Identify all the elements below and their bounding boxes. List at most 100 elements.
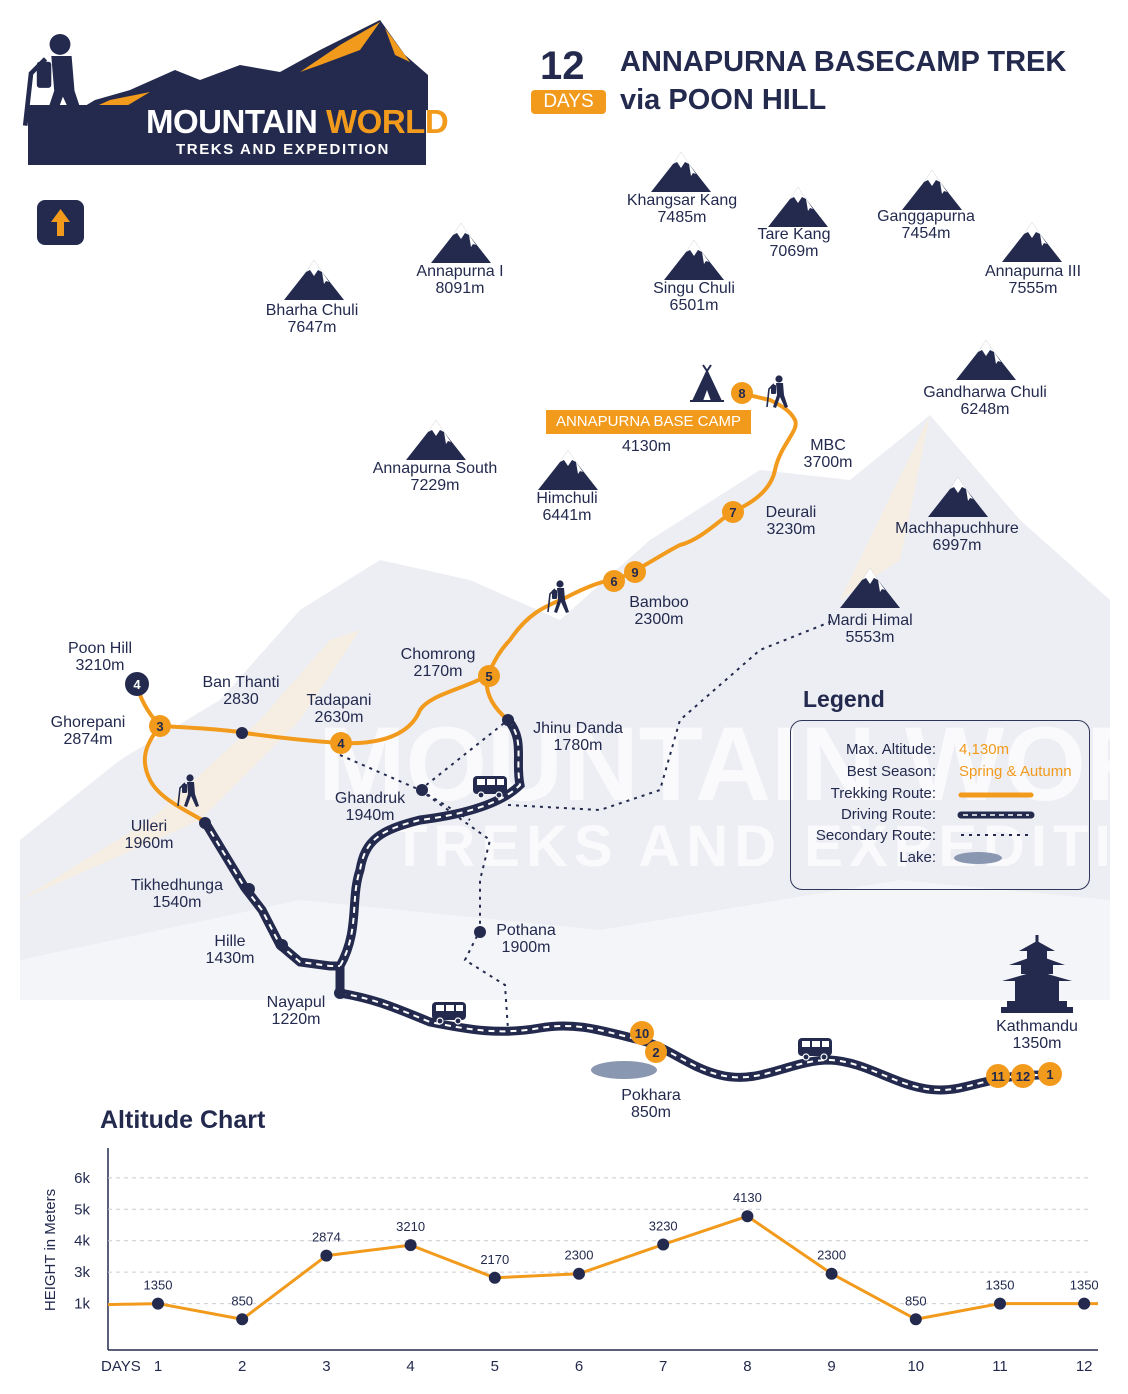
- watermark-line2: TREKS AND EXPEDITION: [392, 814, 1128, 879]
- day-marker-8: 8: [731, 382, 753, 404]
- chart-y-tick-label: 5k: [74, 1201, 90, 1218]
- place-altitude: 1220m: [271, 1011, 321, 1028]
- peak-altitude: 6501m: [669, 297, 719, 314]
- chart-point: [657, 1238, 670, 1251]
- legend-secondary-label: Secondary Route:: [815, 827, 936, 844]
- peak-altitude: 7647m: [287, 319, 337, 336]
- peak-name: Khangsar Kang: [626, 192, 738, 209]
- chart-x-tick-label: 2: [238, 1358, 246, 1375]
- legend-title: Legend: [803, 686, 885, 712]
- chart-x-tick-label: 5: [491, 1358, 499, 1375]
- chart-y-tick-label: 6k: [74, 1170, 90, 1187]
- place-altitude: 1430m: [205, 950, 255, 967]
- place-altitude: 2830: [223, 691, 259, 708]
- brand-name: MOUNTAIN WORLD: [146, 103, 449, 141]
- svg-text:12: 12: [1016, 1069, 1030, 1084]
- chart-x-tick-label: 3: [322, 1358, 330, 1375]
- peak-ganggapurna-icon: [902, 170, 962, 210]
- peak-altitude: 7454m: [901, 225, 951, 242]
- place-altitude: 3210m: [75, 657, 125, 674]
- peak-khangsar-kang-icon: [651, 152, 711, 192]
- peak-name: Mardi Himal: [827, 612, 913, 629]
- place-name: Kathmandu: [996, 1018, 1078, 1035]
- peak-singu-chuli-icon: [664, 240, 724, 280]
- chart-data-label: 2874: [312, 1230, 341, 1245]
- svg-text:3: 3: [156, 719, 163, 734]
- chart-point: [152, 1297, 164, 1310]
- peak-altitude: 6997m: [932, 537, 982, 554]
- place-altitude: 1940m: [345, 807, 395, 824]
- peak-bharha-chuli-icon: [284, 260, 344, 300]
- peak-altitude: 6441m: [542, 507, 592, 524]
- chart-data-label: 3210: [396, 1219, 425, 1234]
- chart-series-line: [107, 1214, 1098, 1321]
- pokhara-lake: [591, 1061, 657, 1079]
- place-name: Ghorepani: [50, 714, 126, 731]
- peak-altitude: 5553m: [845, 629, 895, 646]
- place-altitude: 1350m: [1012, 1035, 1062, 1052]
- trek-title-line2: via POON HILL: [620, 84, 827, 116]
- peak-altitude: 7485m: [657, 209, 707, 226]
- base-camp-altitude: 4130m: [622, 438, 671, 455]
- place-altitude: 2170m: [413, 663, 463, 680]
- legend-season-value: Spring & Autumn: [959, 763, 1072, 780]
- chart-data-label: 1350: [1070, 1278, 1099, 1293]
- svg-text:2: 2: [652, 1045, 659, 1060]
- place-name: MBC: [810, 437, 846, 454]
- day-marker-6: 6: [603, 570, 625, 592]
- place-altitude: 1540m: [152, 894, 202, 911]
- peak-name: Tare Kang: [757, 226, 831, 243]
- place-name: Ghandruk: [334, 790, 406, 807]
- brand-name-main: MOUNTAIN: [146, 103, 327, 140]
- peak-name: Gandharwa Chuli: [923, 384, 1047, 401]
- svg-text:7: 7: [729, 505, 736, 520]
- svg-text:4: 4: [133, 677, 141, 692]
- place-name: Chomrong: [400, 646, 476, 663]
- place-name: Hille: [214, 933, 246, 950]
- peak-name: Annapurna South: [372, 460, 498, 477]
- peak-altitude: 7229m: [410, 477, 460, 494]
- day-marker-11: 11: [986, 1064, 1010, 1088]
- peak-name: Himchuli: [536, 490, 598, 507]
- chart-x-tick-label: 4: [406, 1358, 414, 1375]
- place-name: Pothana: [496, 922, 556, 939]
- chart-data-label: 2170: [480, 1252, 509, 1267]
- chart-x-tick-label: 11: [992, 1358, 1008, 1375]
- place-altitude: 2630m: [314, 709, 364, 726]
- svg-text:4: 4: [337, 736, 345, 751]
- chart-data-label: 4130: [733, 1190, 762, 1205]
- pagoda-icon: [1001, 935, 1073, 1013]
- trip-days-badge: DAYS: [531, 90, 606, 114]
- chart-point: [741, 1210, 754, 1223]
- place-altitude: 3230m: [766, 521, 816, 538]
- chart-x-tick-label: 10: [907, 1358, 924, 1375]
- legend-season-label: Best Season:: [846, 763, 936, 780]
- background-mountains: [20, 415, 1110, 1000]
- chart-point: [573, 1267, 585, 1280]
- day-markers: 8 7 6 9 5 4 3 4 10 2 11 12 1: [125, 382, 1062, 1088]
- legend-box: [790, 720, 1090, 890]
- day-marker-10: 10: [630, 1021, 654, 1045]
- legend-max-altitude-label: Max. Altitude:: [845, 741, 936, 758]
- chart-data-label: 1350: [144, 1278, 173, 1293]
- place-altitude: 1900m: [501, 939, 551, 956]
- chart-point: [994, 1297, 1006, 1310]
- legend-driving-label: Driving Route:: [840, 806, 936, 823]
- peak-altitude: 7069m: [769, 243, 819, 260]
